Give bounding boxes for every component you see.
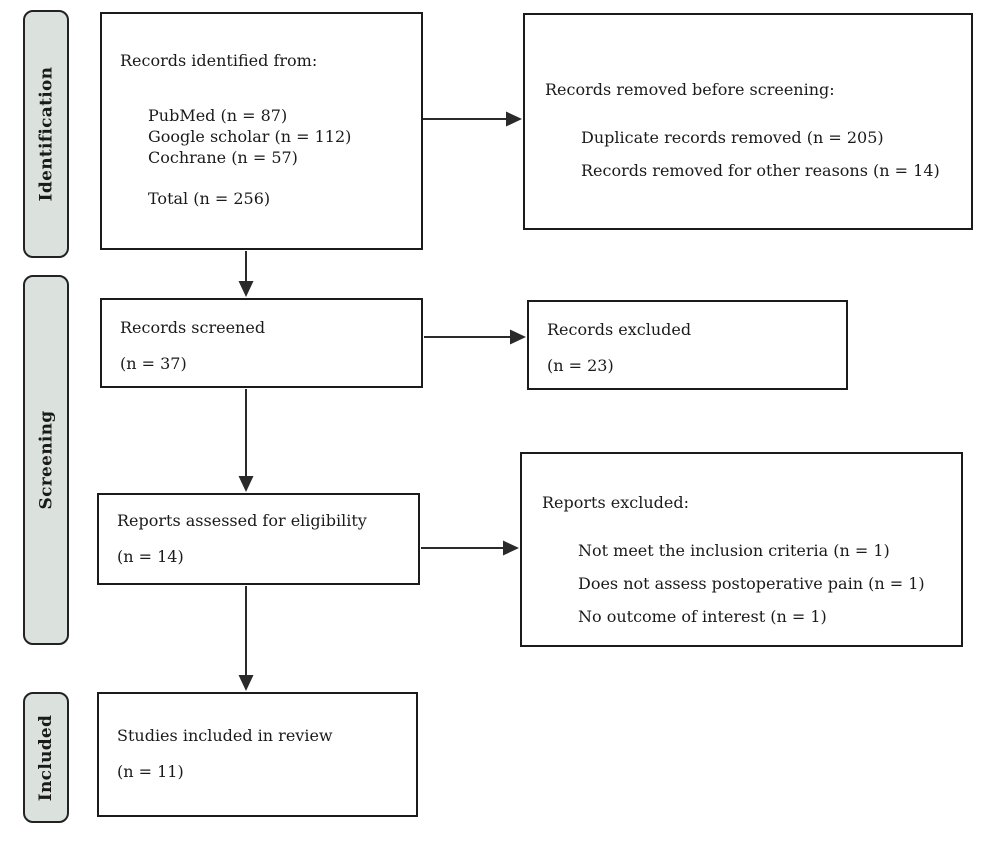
arrow-identified-to-screened <box>238 251 254 297</box>
box-records-removed: Records removed before screening: Duplic… <box>523 13 973 230</box>
reports-assessed-title: Reports assessed for eligibility <box>117 511 367 530</box>
exclusion-reason-postoperative-pain: Does not assess postoperative pain (n = … <box>578 574 925 593</box>
records-excluded-count: (n = 23) <box>547 355 614 375</box>
source-cochrane: Cochrane (n = 57) <box>148 148 298 167</box>
box-records-identified: Records identified from: PubMed (n = 87)… <box>100 12 423 250</box>
arrow-screened-to-assessed <box>238 389 254 492</box>
source-pubmed: PubMed (n = 87) <box>148 106 288 125</box>
stage-included-label: Included <box>36 714 57 801</box>
records-screened-title: Records screened <box>120 318 266 337</box>
studies-included-count: (n = 11) <box>117 761 184 781</box>
box-reports-assessed: Reports assessed for eligibility (n = 14… <box>97 493 420 585</box>
stage-included: Included <box>23 692 69 823</box>
records-excluded-title: Records excluded <box>547 320 692 339</box>
records-total: Total (n = 256) <box>148 189 271 208</box>
duplicate-records-removed: Duplicate records removed (n = 205) <box>581 128 884 147</box>
arrow-screened-to-excluded <box>424 329 526 345</box>
arrow-assessed-to-included <box>238 586 254 691</box>
records-identified-title: Records identified from: <box>120 51 318 70</box>
source-google-scholar: Google scholar (n = 112) <box>148 127 352 146</box>
stage-screening-label: Screening <box>36 410 57 510</box>
reports-excluded-title: Reports excluded: <box>542 493 689 512</box>
exclusion-reason-inclusion-criteria: Not meet the inclusion criteria (n = 1) <box>578 541 890 560</box>
stage-screening: Screening <box>23 275 69 645</box>
studies-included-title: Studies included in review <box>117 726 333 745</box>
records-removed-title: Records removed before screening: <box>545 80 835 99</box>
box-reports-excluded: Reports excluded: Not meet the inclusion… <box>520 452 963 647</box>
stage-identification: Identification <box>23 10 69 258</box>
arrow-identified-to-removed <box>423 111 522 127</box>
exclusion-reason-no-outcome: No outcome of interest (n = 1) <box>578 607 827 626</box>
box-records-excluded: Records excluded (n = 23) <box>527 300 848 390</box>
stage-identification-label: Identification <box>36 66 57 202</box>
box-records-screened: Records screened (n = 37) <box>100 298 423 388</box>
records-removed-other-reasons: Records removed for other reasons (n = 1… <box>581 161 940 180</box>
box-studies-included: Studies included in review (n = 11) <box>97 692 418 817</box>
records-screened-count: (n = 37) <box>120 353 187 373</box>
reports-assessed-count: (n = 14) <box>117 546 184 566</box>
arrow-assessed-to-reports-excluded <box>421 540 519 556</box>
